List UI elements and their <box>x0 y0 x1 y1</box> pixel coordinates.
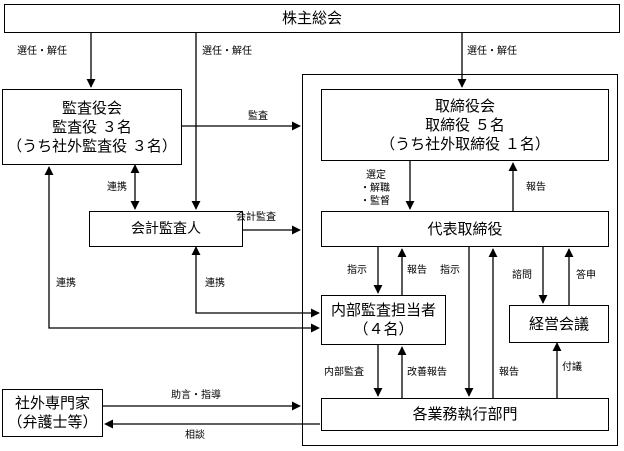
external-experts-box: 社外専門家 （弁護士等） <box>2 389 103 437</box>
accounting-auditor-box: 会計監査人 <box>89 211 243 247</box>
label-elect-dismiss-3: 選任・解任 <box>467 46 517 57</box>
audit-board-outside-count: （うち社外監査役 ３名） <box>7 136 177 155</box>
board-outside-count: （うち社外取締役 １名） <box>380 134 550 153</box>
management-meeting-label: 経営会議 <box>528 314 589 333</box>
business-units-box: 各業務執行部門 <box>321 398 609 431</box>
internal-audit-box: 内部監査担当者 （４名） <box>321 295 446 345</box>
label-cooperation-2: 連携 <box>56 278 76 289</box>
internal-audit-count: （４名） <box>353 320 414 338</box>
external-experts-title: 社外専門家 <box>14 394 90 412</box>
management-meeting-box: 経営会議 <box>509 305 609 343</box>
representative-director-box: 代表取締役 <box>321 211 609 247</box>
label-instruct-1: 指示 <box>347 265 367 276</box>
accounting-auditor-label: 会計監査人 <box>131 221 201 237</box>
label-report-1: 報告 <box>407 265 427 276</box>
label-cooperation-3: 連携 <box>205 278 225 289</box>
label-instruct-2: 指示 <box>440 265 460 276</box>
arrow-accounting-auditor-internal-audit <box>191 246 320 318</box>
shareholders-meeting-box: 株主総会 <box>4 4 620 33</box>
label-elect-dismiss-2: 選任・解任 <box>202 46 252 57</box>
internal-audit-title: 内部監査担当者 <box>330 301 436 319</box>
audit-board-title: 監査役会 <box>61 98 122 117</box>
external-experts-note: （弁護士等） <box>7 413 98 431</box>
label-report-2: 報告 <box>499 367 519 378</box>
label-submit: 付議 <box>562 362 582 373</box>
label-appoint-2: ・解職 <box>360 183 390 194</box>
label-internal-audit: 内部監査 <box>324 367 364 378</box>
board-count: 取締役 ５名 <box>425 115 505 134</box>
label-appoint-1: 選定 <box>366 170 386 181</box>
audit-board-count: 監査役 ３名 <box>52 117 132 136</box>
label-improvement-report: 改善報告 <box>407 367 447 378</box>
audit-board-box: 監査役会 監査役 ３名 （うち社外監査役 ３名） <box>2 89 182 165</box>
label-consultation: 相談 <box>185 430 205 441</box>
shareholders-meeting-label: 株主総会 <box>281 9 342 27</box>
business-units-label: 各業務執行部門 <box>412 405 518 423</box>
label-audit: 監査 <box>248 111 268 122</box>
label-accounting-audit: 会計監査 <box>236 212 276 223</box>
label-appoint-3: ・監督 <box>360 196 390 207</box>
board-of-directors-box: 取締役会 取締役 ５名 （うち社外取締役 １名） <box>321 89 609 161</box>
arrow-audit-board-internal-audit <box>44 166 320 333</box>
label-advice: 助言・指導 <box>171 390 221 401</box>
label-report-to-board: 報告 <box>526 182 546 193</box>
label-cooperation-1: 連携 <box>107 182 127 193</box>
board-title: 取締役会 <box>434 96 495 115</box>
representative-director-label: 代表取締役 <box>427 219 503 238</box>
label-consult: 諮問 <box>512 270 532 281</box>
label-elect-dismiss-1: 選任・解任 <box>17 46 67 57</box>
label-answer: 答申 <box>576 270 596 281</box>
